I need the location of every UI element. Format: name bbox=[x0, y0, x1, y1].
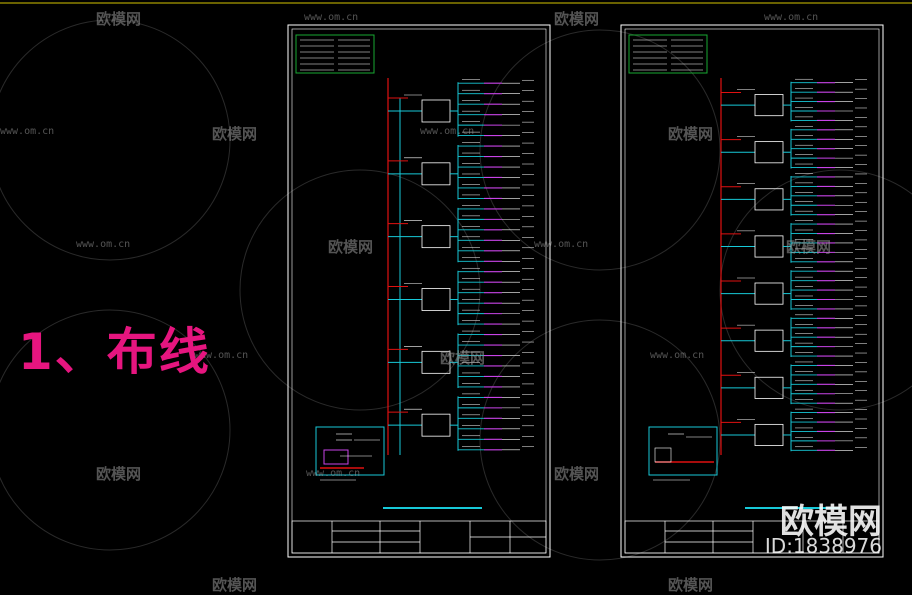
distribution-box bbox=[421, 99, 451, 123]
right-legend-table bbox=[628, 34, 708, 74]
watermark-url: www.om.cn bbox=[304, 12, 359, 23]
right-main-panel bbox=[648, 426, 718, 481]
watermark-brand: 欧模网 bbox=[212, 125, 258, 143]
watermark-brand: 欧模网 bbox=[786, 238, 832, 256]
watermark-circles bbox=[0, 19, 912, 561]
right-sheet-frame bbox=[620, 24, 884, 558]
left-main-panel bbox=[315, 426, 385, 481]
left-legend-table bbox=[295, 34, 375, 74]
section-heading: 1、布线 bbox=[18, 323, 211, 381]
right-sheet-inner-frame bbox=[624, 28, 880, 554]
watermark-brand: 欧模网 bbox=[328, 238, 374, 256]
watermark-brand: 欧模网 bbox=[668, 125, 714, 143]
watermark-url: www.om.cn bbox=[194, 350, 249, 361]
left-title-block bbox=[291, 520, 547, 554]
distribution-box bbox=[754, 423, 784, 446]
distribution-box bbox=[421, 413, 451, 437]
watermark-brand: 欧模网 bbox=[554, 465, 600, 483]
watermark-url: www.om.cn bbox=[306, 468, 361, 479]
right-sheet-wiring bbox=[720, 78, 867, 455]
distribution-box bbox=[421, 225, 451, 249]
watermark-brand-large: 欧模网 bbox=[780, 502, 882, 542]
distribution-box bbox=[754, 376, 784, 399]
distribution-box bbox=[754, 188, 784, 211]
right-title-block bbox=[624, 520, 880, 554]
watermark-brand: 欧模网 bbox=[554, 10, 600, 28]
watermark-url: www.om.cn bbox=[76, 239, 131, 250]
watermark-url: www.om.cn bbox=[420, 126, 475, 137]
distribution-box bbox=[754, 235, 784, 258]
distribution-box bbox=[754, 94, 784, 117]
distribution-box bbox=[754, 329, 784, 352]
watermark-url: www.om.cn bbox=[650, 350, 705, 361]
distribution-box bbox=[754, 141, 784, 164]
watermark-brand: 欧模网 bbox=[440, 349, 486, 367]
watermark-brand: 欧模网 bbox=[96, 465, 142, 483]
left-sheet-frame bbox=[287, 24, 551, 558]
watermark-id: ID:1838976 bbox=[764, 534, 882, 558]
distribution-box bbox=[754, 282, 784, 305]
watermark-brand: 欧模网 bbox=[212, 576, 258, 594]
distribution-box bbox=[421, 162, 451, 186]
watermark-brand: 欧模网 bbox=[668, 576, 714, 594]
watermark-url: www.om.cn bbox=[534, 239, 589, 250]
left-sheet-wiring bbox=[387, 78, 534, 455]
watermark-url: www.om.cn bbox=[764, 12, 819, 23]
watermark-brand: 欧模网 bbox=[96, 10, 142, 28]
watermark-url: www.om.cn bbox=[0, 126, 55, 137]
distribution-box bbox=[421, 288, 451, 311]
